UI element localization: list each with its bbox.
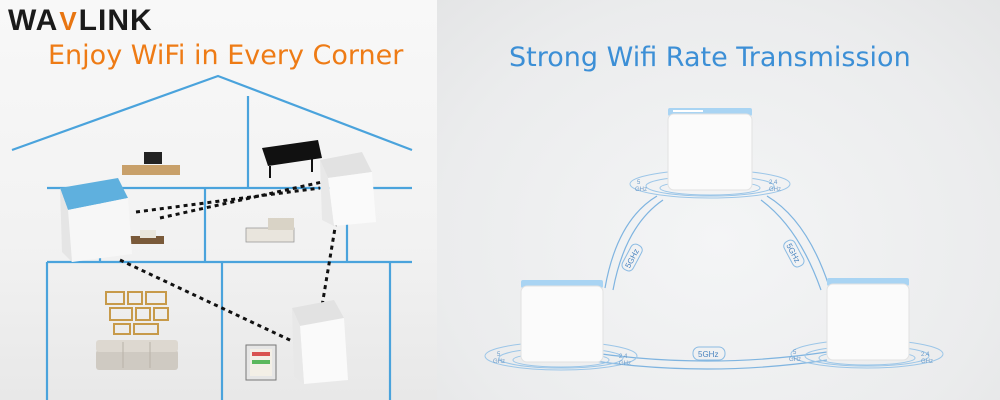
right-left-freq-b: GHz [789, 357, 801, 363]
left-left-freq-a: 5 [497, 352, 501, 358]
mesh-links [119, 180, 338, 344]
top-left-freq-a: 5 [637, 180, 641, 186]
router-bottom-icon [292, 300, 348, 384]
link-left-label-group: 5GHz [621, 243, 643, 272]
link-arcs [586, 195, 830, 370]
right-left-freq-a: 5 [793, 350, 797, 356]
router-main-icon [60, 178, 132, 262]
mesh-diagram: 5 GHz 2.4 GHz 5 GHz 2.4 GHz 5 GHz 2.4 GH… [484, 108, 944, 371]
tv-stand [122, 152, 180, 175]
sofa [96, 340, 178, 370]
right-right-freq-a: 2.4 [921, 352, 930, 358]
shelf [105, 291, 169, 335]
left-right-freq-b: GHz [619, 361, 631, 367]
link-right-label-group: 5GHz [783, 239, 805, 268]
router-top-right-icon [320, 152, 376, 226]
piano [262, 140, 322, 178]
right-right-freq-b: GHz [921, 359, 933, 365]
right-headline: Strong Wifi Rate Transmission [509, 42, 911, 73]
router-top-icon [667, 108, 753, 191]
router-right-icon [826, 278, 910, 361]
house-illustration [11, 74, 413, 400]
top-right-freq-b: GHz [769, 187, 781, 193]
left-right-freq-a: 2.4 [619, 354, 628, 360]
logo-wave: V [59, 5, 78, 36]
router-left-icon [520, 280, 604, 363]
bed [245, 218, 295, 243]
fridge [245, 344, 277, 381]
living-room-set [124, 230, 164, 244]
left-headline: Enjoy WiFi in Every Corner [48, 40, 404, 71]
left-left-freq-b: GHz [493, 359, 505, 365]
link-bottom-label-group: 5GHz [692, 346, 726, 361]
right-panel: Strong Wifi Rate Transmission [437, 0, 1000, 400]
logo-text-right: LINK [78, 4, 153, 37]
top-right-freq-a: 2.4 [769, 180, 778, 186]
logo-text-left: WA [8, 4, 59, 37]
top-left-freq-b: GHz [635, 187, 647, 193]
link-bottom-label: 5GHz [698, 350, 718, 359]
